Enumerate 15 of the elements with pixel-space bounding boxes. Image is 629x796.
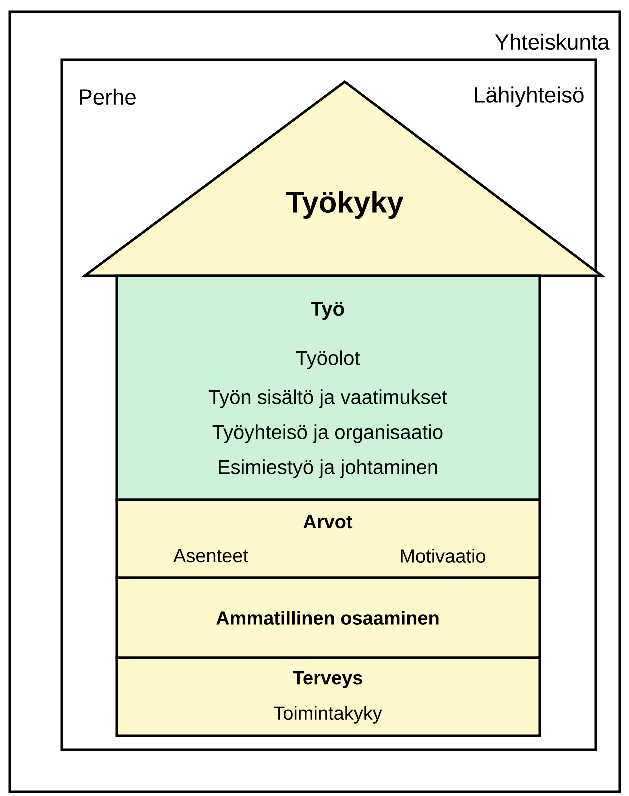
- label-text: Yhteiskunta: [495, 34, 610, 50]
- label-text: Lähiyhteisö: [475, 86, 584, 108]
- label-text: Ammatillinen osaaminen: [216, 611, 439, 625]
- label-text: Työyhteisö ja organisaatio: [212, 424, 443, 444]
- label-text: Terveys: [293, 672, 362, 688]
- label-text: Työn sisältö ja vaatimukset: [208, 390, 448, 408]
- label-text: Työolot: [296, 350, 360, 370]
- label-text: Motivaatio: [401, 549, 486, 563]
- label-text: Perhe: [80, 88, 136, 106]
- label-text: Työkyky: [286, 191, 404, 219]
- label-text: Toimintakyky: [274, 706, 382, 724]
- label-text: Työ: [311, 302, 344, 320]
- label-text: Asenteet: [174, 549, 248, 563]
- label-text: Esimiestyö ja johtaminen: [219, 460, 438, 478]
- label-text: Arvot: [304, 515, 353, 529]
